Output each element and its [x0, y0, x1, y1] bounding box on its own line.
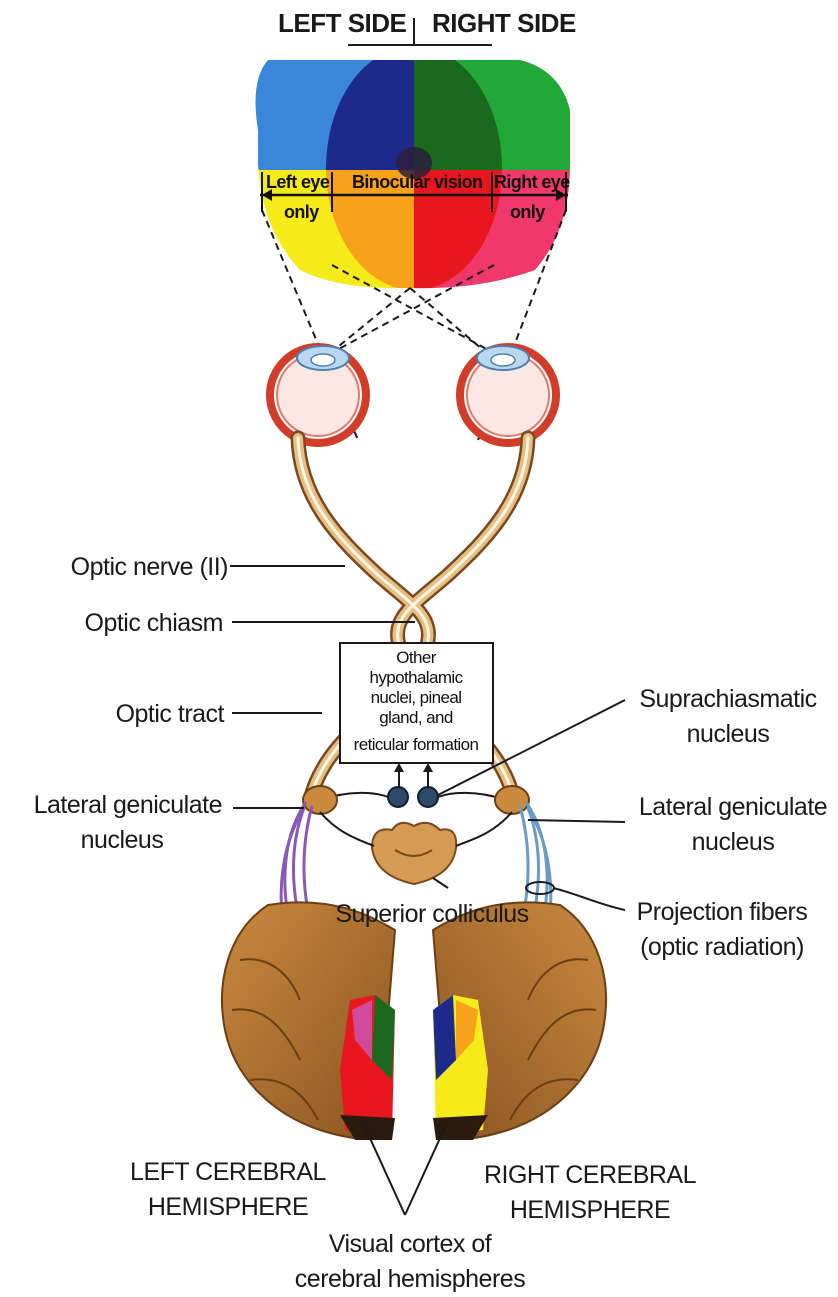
svg-text:reticular formation: reticular formation: [354, 735, 479, 754]
lgn-right: [495, 786, 529, 814]
left-cerebral-hemisphere: [222, 902, 395, 1140]
suprachiasmatic-label-1: Suprachiasmatic: [639, 685, 816, 713]
lgn-right-label-2: nucleus: [692, 828, 775, 856]
other-nuclei-box: Other hypothalamic nuclei, pineal gland,…: [340, 643, 493, 763]
suprachiasmatic-nucleus-left: [388, 787, 408, 807]
projection-fibers-label-2: (optic radiation): [640, 933, 804, 961]
lgn-right-label-1: Lateral geniculate: [639, 793, 827, 821]
optic-nerve-label: Optic nerve (II): [71, 553, 228, 581]
svg-text:gland, and: gland, and: [379, 708, 453, 727]
left-side-label: LEFT SIDE: [278, 8, 407, 38]
right-cerebral-hemisphere: [433, 902, 606, 1140]
left-eye-only-label-1: Left eye: [266, 172, 330, 192]
right-hemisphere-label-1: RIGHT CEREBRAL: [484, 1161, 697, 1189]
left-eye-only-label-2: only: [284, 202, 319, 222]
lgn-left: [303, 786, 337, 814]
svg-text:hypothalamic: hypothalamic: [370, 668, 464, 687]
lgn-left-label-2: nucleus: [81, 826, 164, 854]
visual-cortex-label-1: Visual cortex of: [329, 1230, 492, 1258]
optic-chiasm-label: Optic chiasm: [85, 609, 223, 637]
header: LEFT SIDE RIGHT SIDE: [278, 8, 576, 45]
left-hemisphere-label-2: HEMISPHERE: [148, 1193, 308, 1221]
right-eye-only-label-2: only: [510, 202, 545, 222]
svg-text:Other: Other: [396, 648, 436, 667]
optic-tract-label: Optic tract: [116, 700, 225, 728]
right-side-label: RIGHT SIDE: [432, 8, 576, 38]
visual-cortex-label-2: cerebral hemispheres: [295, 1265, 525, 1293]
svg-text:nuclei, pineal: nuclei, pineal: [371, 688, 462, 707]
projection-fibers-label-1: Projection fibers: [637, 898, 808, 926]
left-hemisphere-label-1: LEFT CEREBRAL: [130, 1158, 326, 1186]
right-eye-only-label-1: Right eye: [494, 172, 570, 192]
left-eye: [270, 346, 366, 443]
suprachiasmatic-nucleus-right: [418, 787, 438, 807]
right-hemisphere-label-2: HEMISPHERE: [510, 1196, 670, 1224]
superior-colliculus-label: Superior colliculus: [335, 900, 528, 928]
lgn-left-label-1: Lateral geniculate: [34, 791, 222, 819]
superior-colliculus: [372, 823, 456, 884]
right-eye: [460, 346, 556, 443]
binocular-vision-label: Binocular vision: [352, 172, 482, 192]
suprachiasmatic-label-2: nucleus: [687, 720, 770, 748]
visual-field: [250, 40, 584, 300]
